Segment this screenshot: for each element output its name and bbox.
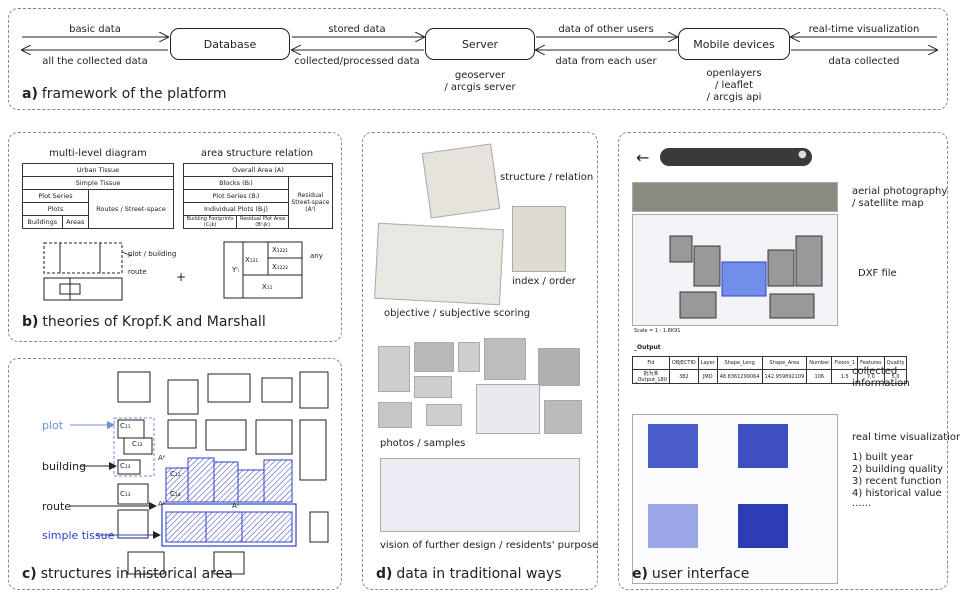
cell-label: X₁₂₁ [245,256,259,264]
mobile-node: Mobile devices [678,28,790,60]
any-label: any [310,252,323,260]
plot-route-diagram [43,241,303,301]
arrow-label: data of other users [558,24,654,35]
arrow-label: data collected [828,56,900,67]
plus-sign: + [176,270,187,284]
realtime-item: 1) built year [852,452,914,463]
mobile-note-line: / arcgis api [706,92,762,103]
arrow-label: basic data [69,24,121,35]
cell-label: X₁₁ [262,283,273,291]
realtime-caption: real time visualization [852,432,960,443]
vision-caption: vision of further design / residents' pu… [380,540,599,551]
plot-building-label: plot / building [128,250,177,258]
dxf-scale: Scale = 1 : 1.8K91 [634,328,681,334]
realtime-item: ...... [852,498,872,509]
heatmap [738,504,788,548]
sample-photo [538,348,580,386]
dxf-caption: DXF file [858,268,897,279]
mic-icon[interactable]: ● [798,149,807,160]
arrow-label: all the collected data [42,56,148,67]
historical-area-diagram [70,371,329,575]
sample-photo [544,400,582,434]
arrow-label: real-time visualization [808,24,920,35]
framework-arrows [0,0,960,120]
realtime-item: 4) historical value [852,488,942,499]
panel-theories [8,132,342,342]
plot-label: plot [42,419,64,432]
right-heading: area structure relation [200,148,314,159]
output-heading: _Output [634,344,661,351]
realtime-item: 3) recent function [852,476,942,487]
arrow-label: stored data [328,24,386,35]
search-bar[interactable] [660,148,812,166]
panel-c-title: c)structures in historical area [22,566,233,582]
realtime-item: 2) building quality [852,464,943,475]
panel-d-title: d)data in traditional ways [376,566,562,582]
cell-label: X₁₂₂₂ [272,263,289,271]
heatmap [738,424,788,468]
panel-structures [8,358,342,590]
simple-tissue-label: simple tissue [42,529,115,542]
sample-photo [414,342,454,372]
mark: C₁₂ [170,470,181,478]
y-label: Yʳᵢ [232,266,240,274]
arrow-label: data from each user [555,56,657,67]
arrow-label: collected/processed data [294,56,420,67]
mark: Aᵉ [158,500,166,508]
mark: Aᵉ [158,454,166,462]
panel-e-title: e)user interface [632,566,750,582]
left-heading: multi-level diagram [49,148,147,159]
collected-caption: information [852,378,910,389]
mobile-note-line: / leaflet [715,80,753,91]
mark: Aᵉ [232,502,240,510]
aerial-caption: / satellite map [852,198,924,209]
heatmap [648,424,698,468]
aerial-image [632,182,838,212]
panel-b-title: b)theories of Kropf.K and Marshall [22,314,266,330]
building-label: building [42,460,87,473]
index-sheet-image [512,206,566,272]
mark: C₁₄ [170,490,181,498]
cell-label: X₁₂₂₁ [272,246,289,254]
panel-traditional [362,132,598,590]
sample-photo [458,342,480,372]
mobile-note-line: openlayers [706,68,762,79]
scoring-caption: objective / subjective scoring [384,308,531,319]
structure-caption: structure / relation [500,172,594,183]
heatmap [648,504,698,548]
database-node: Database [170,28,290,60]
server-note-line: geoserver [454,70,506,81]
mark: C₁₁ [120,422,131,430]
panel-framework [8,8,948,110]
design-vision-image [380,458,580,532]
sample-photo [414,376,452,398]
route-label: route [42,500,72,513]
sample-photo [378,402,412,428]
sample-photo [378,346,410,392]
mark: C₁₂ [132,440,143,448]
sample-photo [426,404,462,426]
aerial-caption: aerial photography [852,186,948,197]
server-node: Server [425,28,535,60]
photos-caption: photos / samples [380,438,466,449]
sample-map [476,384,540,434]
panel-ui [618,132,948,590]
collected-caption: collected [852,366,898,377]
route-label: route [128,268,147,276]
server-note-line: / arcgis server [444,82,516,93]
mark: C₁₃ [120,462,131,470]
mark: C₁₃ [120,490,131,498]
back-arrow-icon[interactable]: ← [636,148,650,167]
sample-photo [484,338,526,380]
index-caption: index / order [512,276,576,287]
panel-a-title: a)framework of the platform [22,86,227,102]
